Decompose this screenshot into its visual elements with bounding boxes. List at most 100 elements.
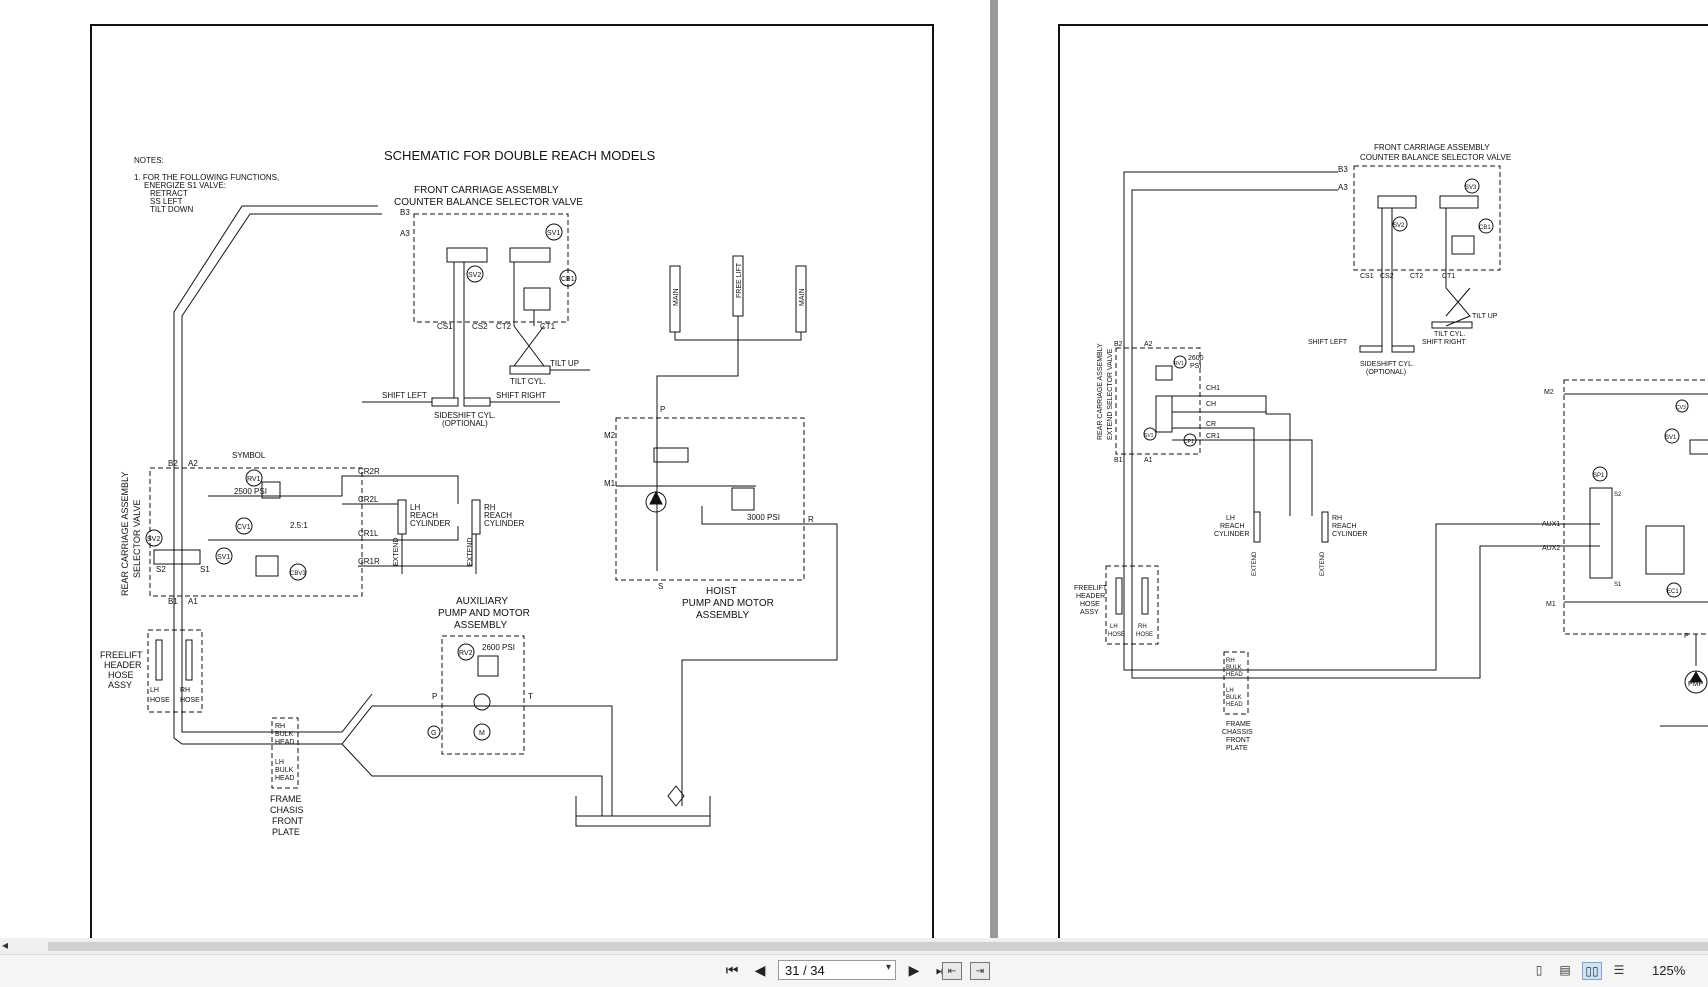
svg-text:CR2L: CR2L <box>358 495 379 504</box>
tilt-cylinder <box>509 365 551 375</box>
svg-text:A2: A2 <box>188 459 198 468</box>
front-carriage-label: FRONT CARRIAGE ASSEMBLY <box>414 185 559 196</box>
svg-text:CT1: CT1 <box>540 322 556 331</box>
svg-text:LH: LH <box>150 687 159 694</box>
svg-text:BULK: BULK <box>275 767 294 774</box>
svg-text:SHIFT RIGHT: SHIFT RIGHT <box>1422 339 1467 346</box>
svg-text:SHIFT LEFT: SHIFT LEFT <box>382 391 427 400</box>
scroll-left-icon[interactable]: ◂ <box>2 938 9 952</box>
svg-text:EXTEND: EXTEND <box>1252 551 1258 576</box>
page-layout-controls: ▯ ▤ ▯▯ ☰ <box>1530 962 1628 980</box>
svg-text:2600: 2600 <box>1188 355 1204 362</box>
svg-text:AUX2: AUX2 <box>1542 545 1560 552</box>
svg-text:CBV3: CBV3 <box>290 571 306 577</box>
document-viewport[interactable]: SCHEMATIC FOR DOUBLE REACH MODELS NOTES:… <box>0 0 1708 938</box>
front-carriage-label: COUNTER BALANCE SELECTOR VALVE <box>394 197 583 208</box>
note-line: RETRACT <box>150 189 188 198</box>
svg-text:HEADER: HEADER <box>104 660 142 670</box>
svg-text:CR1: CR1 <box>1206 433 1220 440</box>
single-page-icon[interactable]: ▯ <box>1535 963 1543 977</box>
svg-text:A2: A2 <box>1144 341 1153 348</box>
scroll-thumb[interactable] <box>48 942 1708 951</box>
svg-text:BULK: BULK <box>1226 665 1242 671</box>
svg-text:RH: RH <box>1138 624 1147 630</box>
two-page-icon[interactable]: ▯▯ <box>1582 962 1602 980</box>
svg-text:TILT UP: TILT UP <box>1472 313 1498 320</box>
page-number-select[interactable]: 31 / 34 ▾ <box>778 960 896 980</box>
svg-text:PLATE: PLATE <box>1226 745 1248 752</box>
svg-text:RH: RH <box>1226 658 1235 664</box>
svg-text:EXTEND: EXTEND <box>393 538 400 566</box>
svg-text:RV1: RV1 <box>1174 361 1184 367</box>
next-page-icon[interactable]: ▶ <box>908 961 920 978</box>
svg-text:B2: B2 <box>1114 341 1123 348</box>
valve-block <box>446 247 488 263</box>
svg-text:CT2: CT2 <box>1410 273 1423 280</box>
svg-text:HEAD: HEAD <box>275 775 294 782</box>
svg-text:CYLINDER: CYLINDER <box>1332 531 1367 538</box>
svg-text:HOSE: HOSE <box>150 697 170 704</box>
notes-heading: NOTES: <box>134 156 164 165</box>
svg-text:CS2: CS2 <box>1380 273 1394 280</box>
previous-view-icon[interactable]: ⇤ <box>942 962 962 980</box>
page-32: FRONT CARRIAGE ASSEMBLY COUNTER BALANCE … <box>1058 24 1708 938</box>
status-bar: ⏮ ◀ 31 / 34 ▾ ▶ ⏭ ⇤ ⇥ ▯ ▤ ▯▯ ☰ 125% <box>0 954 1708 987</box>
tilt-cylinder-x <box>513 325 545 367</box>
chevron-down-icon: ▾ <box>885 962 891 973</box>
svg-text:PLATE: PLATE <box>272 827 300 837</box>
rh-reach-cylinder <box>471 499 481 535</box>
svg-text:EXTEND SELECTOR VALVE: EXTEND SELECTOR VALVE <box>1107 348 1114 440</box>
relief-valve <box>523 287 551 311</box>
svg-text:HOSE: HOSE <box>180 697 200 704</box>
svg-text:HOSE: HOSE <box>1108 632 1125 638</box>
hoist-assembly-box <box>615 417 805 581</box>
continuous-page-icon[interactable]: ▤ <box>1559 963 1571 977</box>
svg-text:S2: S2 <box>1614 492 1622 498</box>
svg-text:HOSE: HOSE <box>1080 601 1100 608</box>
svg-text:FREELIFT: FREELIFT <box>100 650 143 660</box>
svg-text:EC1: EC1 <box>1667 589 1679 595</box>
left-schematic: SCHEMATIC FOR DOUBLE REACH MODELS NOTES:… <box>100 148 838 837</box>
valve-block <box>509 247 551 263</box>
svg-text:LH: LH <box>275 759 284 766</box>
svg-text:HEAD: HEAD <box>1226 702 1243 708</box>
svg-text:MAIN: MAIN <box>673 289 680 307</box>
schematic-title: SCHEMATIC FOR DOUBLE REACH MODELS <box>384 148 656 163</box>
sv2-circle <box>466 265 484 283</box>
svg-text:RH: RH <box>275 723 285 730</box>
previous-page-icon[interactable]: ◀ <box>754 961 766 978</box>
svg-text:LH: LH <box>1226 515 1235 522</box>
svg-text:LH: LH <box>410 503 420 512</box>
svg-text:CT1: CT1 <box>1442 273 1455 280</box>
svg-text:PUMP AND MOTOR: PUMP AND MOTOR <box>438 608 530 619</box>
svg-text:MAIN: MAIN <box>799 289 806 307</box>
svg-text:LH: LH <box>1226 688 1234 694</box>
svg-text:P: P <box>432 692 437 701</box>
svg-text:P: P <box>660 405 665 414</box>
svg-text:REACH: REACH <box>1332 523 1357 530</box>
sideshift-cylinder <box>463 397 491 407</box>
svg-text:G: G <box>431 730 436 737</box>
svg-text:RH: RH <box>1332 515 1342 522</box>
horizontal-scrollbar[interactable]: ◂ <box>0 938 1708 954</box>
zoom-level[interactable]: 125% <box>1652 963 1686 978</box>
svg-text:ASSY: ASSY <box>1080 609 1099 616</box>
svg-text:SV2: SV2 <box>147 536 160 543</box>
svg-text:SV2: SV2 <box>468 272 481 279</box>
hoist-relief <box>731 487 755 511</box>
svg-text:CB1: CB1 <box>561 276 575 283</box>
svg-text:CP1: CP1 <box>1184 439 1194 445</box>
continuous-two-page-icon[interactable]: ☰ <box>1613 963 1625 977</box>
svg-text:SELECTOR VALVE: SELECTOR VALVE <box>132 499 142 578</box>
svg-text:HOIST: HOIST <box>706 586 737 597</box>
svg-text:REAR CARRIAGE ASSEMBLY: REAR CARRIAGE ASSEMBLY <box>120 472 130 596</box>
svg-text:SV1: SV1 <box>1144 433 1154 439</box>
first-page-icon[interactable]: ⏮ <box>725 961 739 978</box>
next-view-icon[interactable]: ⇥ <box>970 962 990 980</box>
svg-text:2600 PSI: 2600 PSI <box>482 643 515 652</box>
svg-text:R: R <box>808 515 814 524</box>
svg-text:S1: S1 <box>1614 582 1622 588</box>
svg-text:FRAME: FRAME <box>270 794 302 804</box>
svg-text:FREELIFT: FREELIFT <box>1074 585 1108 592</box>
cb1-circle <box>559 269 577 287</box>
